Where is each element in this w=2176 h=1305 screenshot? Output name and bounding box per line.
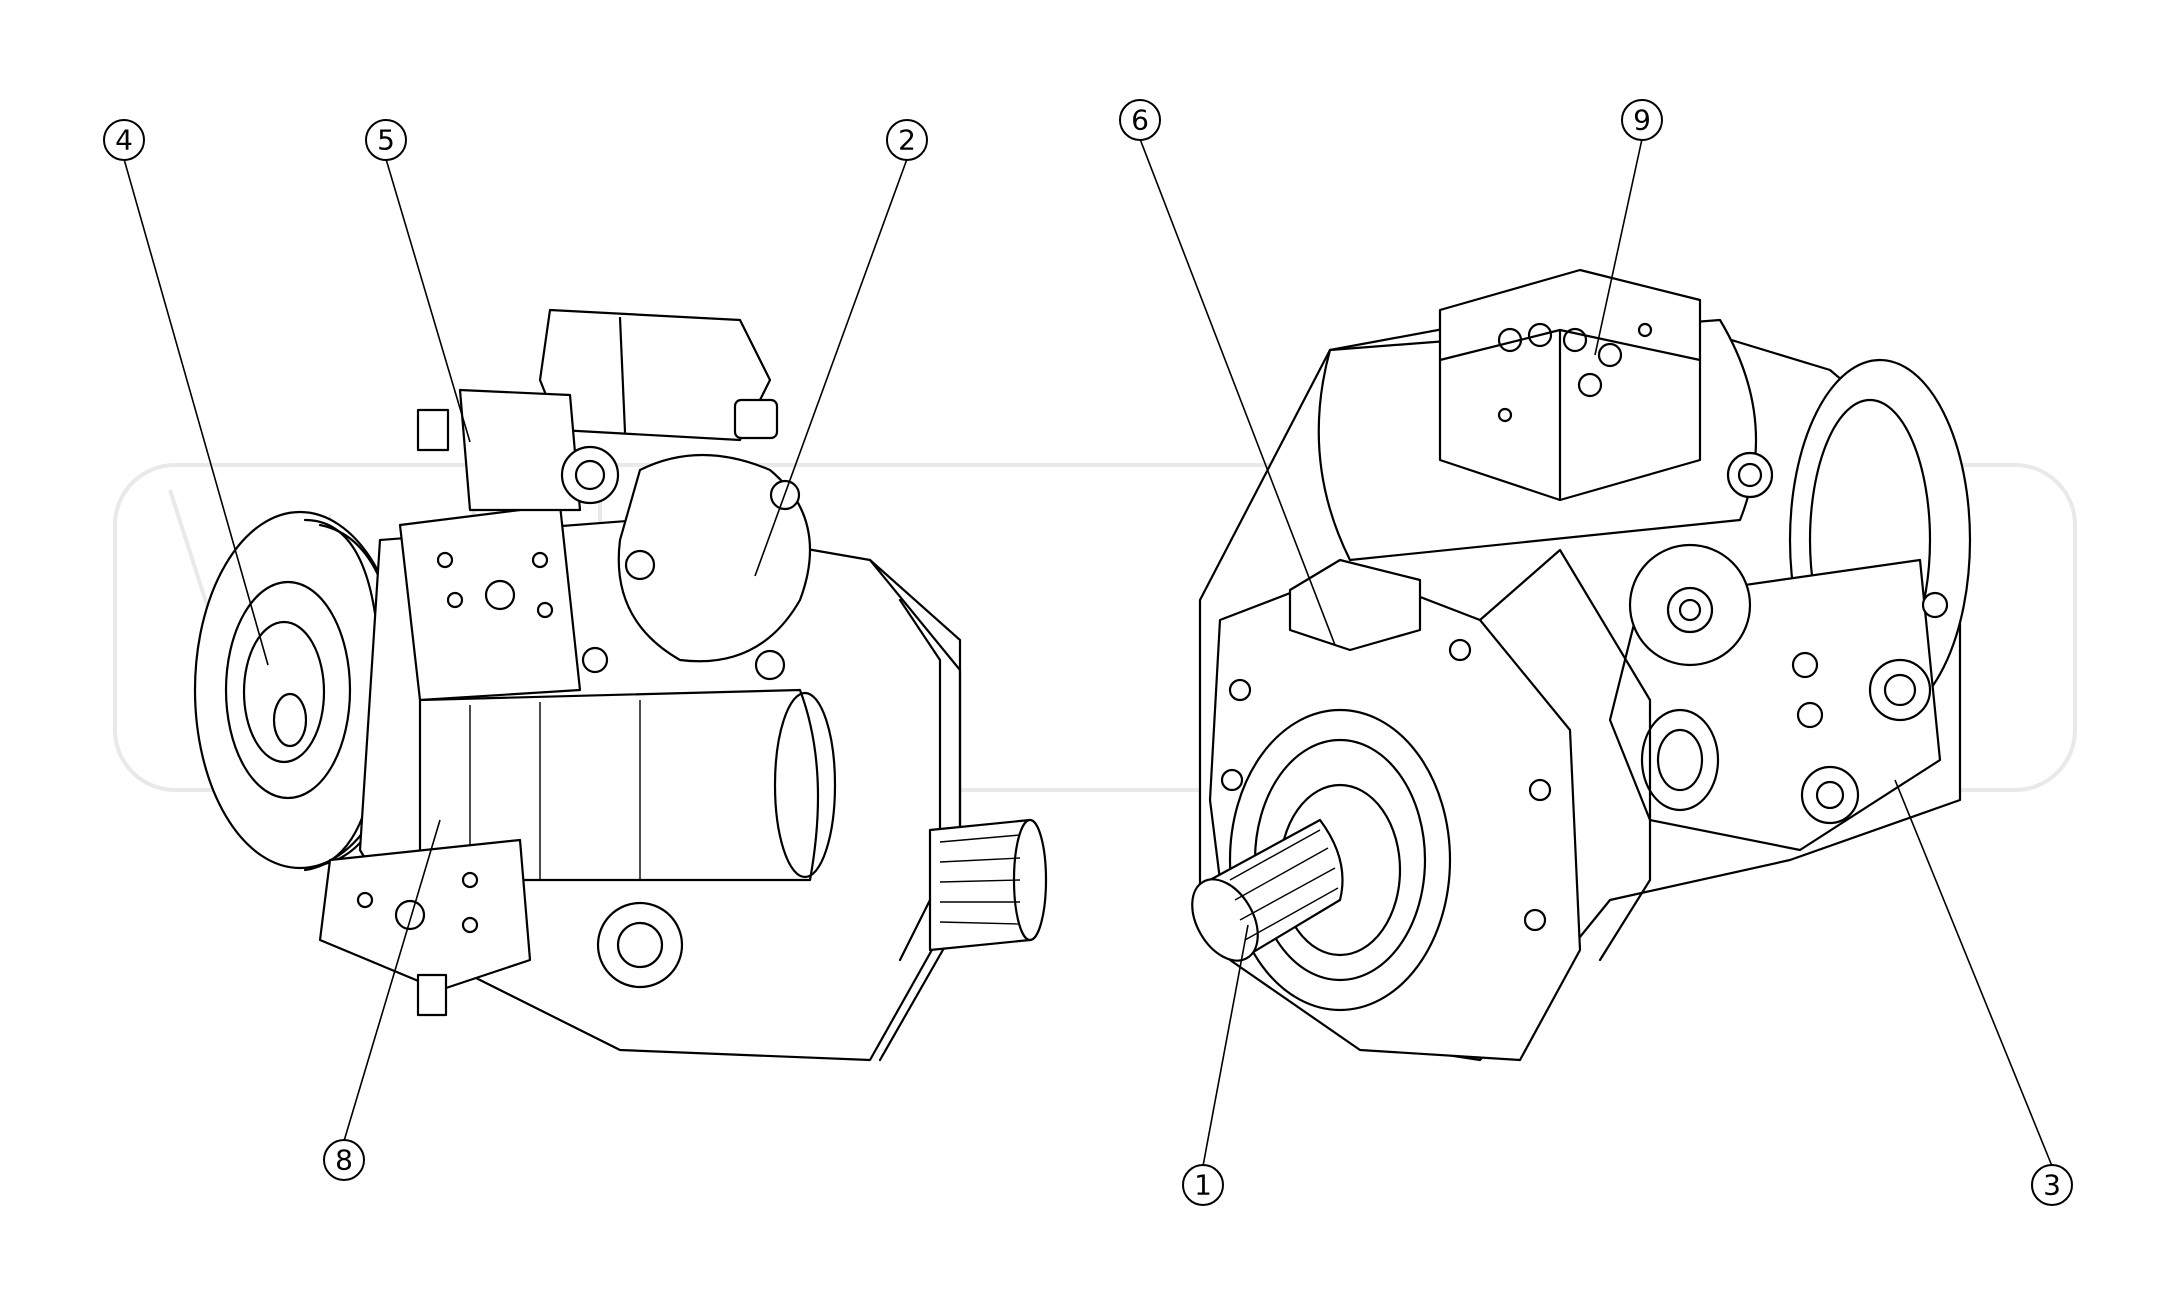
balloon-9 xyxy=(1621,99,1663,141)
balloon-1-label: 1 xyxy=(1194,1169,1212,1202)
balloon-4-label: 4 xyxy=(115,124,133,157)
balloon-6-label: 6 xyxy=(1131,104,1149,137)
balloon-9-label: 9 xyxy=(1633,104,1651,137)
balloon-1 xyxy=(1182,1164,1224,1206)
balloon-5 xyxy=(365,119,407,161)
balloon-2 xyxy=(886,119,928,161)
right-pump-view xyxy=(1191,268,1972,1062)
left-pump-view xyxy=(193,308,1048,1062)
balloon-3-label: 3 xyxy=(2043,1169,2061,1202)
balloon-4 xyxy=(103,119,145,161)
balloon-5-label: 5 xyxy=(377,124,395,157)
balloon-3 xyxy=(2031,1164,2073,1206)
balloon-8-label: 8 xyxy=(335,1144,353,1177)
balloon-2-label: 2 xyxy=(898,124,916,157)
callouts: 4 5 2 8 6 9 1 3 xyxy=(103,99,2073,1206)
balloon-8 xyxy=(323,1139,365,1181)
balloon-6 xyxy=(1119,99,1161,141)
